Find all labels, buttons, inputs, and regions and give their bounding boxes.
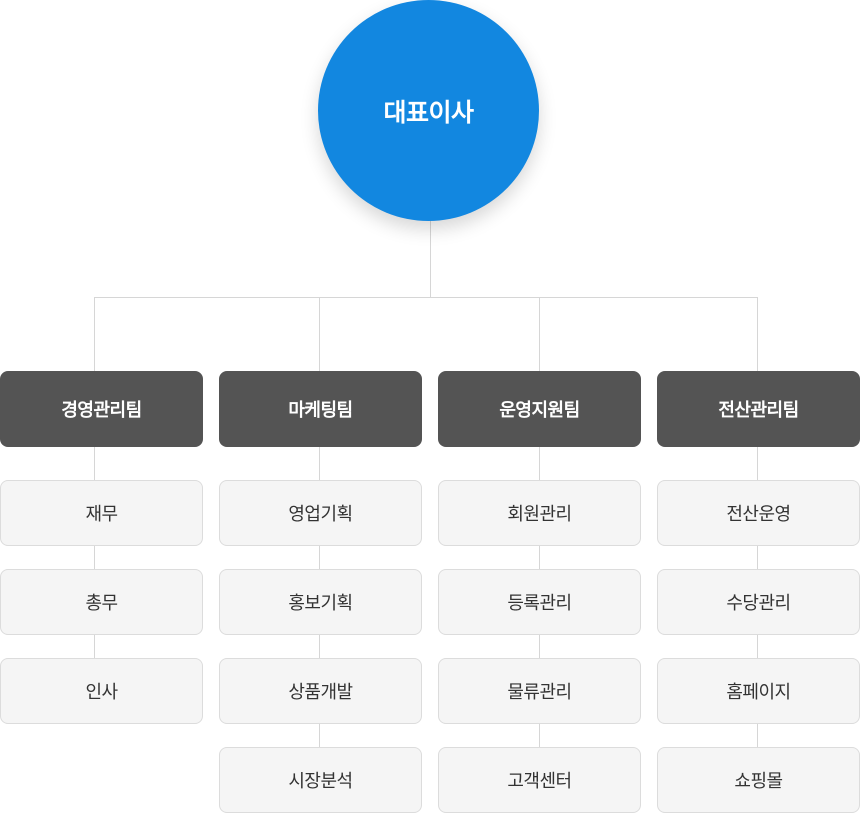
dept-label: 경영관리팀 [61, 400, 142, 421]
dept-marketing: 마케팅팀 [219, 371, 422, 447]
sub-node: 홈페이지 [657, 658, 860, 724]
sub-node: 영업기획 [219, 480, 422, 546]
sub-node: 고객센터 [438, 747, 641, 813]
dept-label: 마케팅팀 [288, 400, 353, 421]
ceo-label: 대표이사 [383, 97, 474, 127]
sub-label: 쇼핑몰 [734, 771, 783, 792]
sub-node: 수당관리 [657, 569, 860, 635]
sub-label: 시장분석 [288, 771, 353, 792]
sub-node: 상품개발 [219, 658, 422, 724]
sub-node: 홍보기획 [219, 569, 422, 635]
sub-label: 회원관리 [507, 504, 572, 525]
sub-label: 총무 [85, 593, 118, 614]
sub-node: 쇼핑몰 [657, 747, 860, 813]
sub-node: 시장분석 [219, 747, 422, 813]
sub-node: 물류관리 [438, 658, 641, 724]
sub-node: 총무 [0, 569, 203, 635]
dept-management: 경영관리팀 [0, 371, 203, 447]
sub-label: 수당관리 [726, 593, 791, 614]
sub-label: 물류관리 [507, 682, 572, 703]
dept-label: 전산관리팀 [718, 400, 799, 421]
sub-label: 고객센터 [507, 771, 572, 792]
sub-node: 회원관리 [438, 480, 641, 546]
sub-label: 홈페이지 [726, 682, 791, 703]
sub-node: 전산운영 [657, 480, 860, 546]
sub-label: 등록관리 [507, 593, 572, 614]
dept-label: 운영지원팀 [499, 400, 580, 421]
dept-it: 전산관리팀 [657, 371, 860, 447]
sub-node: 재무 [0, 480, 203, 546]
dept-operations: 운영지원팀 [438, 371, 641, 447]
sub-label: 재무 [85, 504, 118, 525]
ceo-node: 대표이사 [318, 0, 539, 221]
sub-label: 홍보기획 [288, 593, 353, 614]
sub-label: 전산운영 [726, 504, 791, 525]
sub-label: 상품개발 [288, 682, 353, 703]
sub-label: 인사 [85, 682, 118, 703]
sub-label: 영업기획 [288, 504, 353, 525]
sub-node: 인사 [0, 658, 203, 724]
sub-node: 등록관리 [438, 569, 641, 635]
